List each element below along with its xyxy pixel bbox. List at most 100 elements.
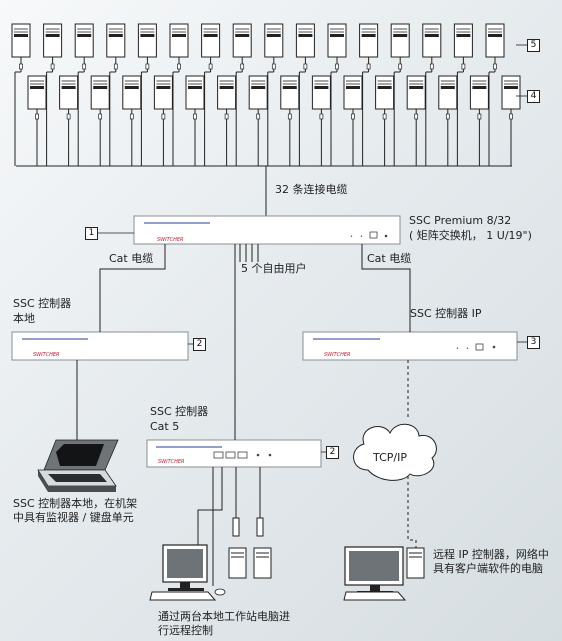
controller-cables (76, 244, 417, 586)
workstation-remote (343, 546, 425, 601)
svg-text:SWITCHER: SWITCHER (158, 459, 185, 465)
connector-bottom-8 (256, 113, 261, 120)
connector-top-11 (335, 63, 339, 70)
connector-bottom-6 (193, 113, 197, 120)
connection-lines (14, 57, 513, 216)
connector-top-14 (429, 63, 434, 70)
tower-bottom-1 (27, 75, 47, 110)
switch-name: SSC Premium 8/32 (409, 214, 512, 227)
connector-bottom-14 (445, 113, 450, 120)
switch-desc: ( 矩阵交换机， 1 U/19") (409, 229, 532, 242)
callout-3: 3 (527, 336, 540, 349)
connector-top-10 (303, 63, 308, 70)
remote-ip-desc: 远程 IP 控制器，网络中具有客户端软件的电脑 (433, 548, 549, 575)
tower-bottom-7 (217, 75, 237, 110)
connector-top-12 (366, 63, 371, 70)
connector-top-16 (493, 63, 497, 70)
tower-row-top (11, 23, 505, 58)
tower-bottom-8 (248, 75, 268, 110)
tower-top-10 (295, 23, 315, 58)
tower-bottom-2 (59, 75, 79, 110)
tower-bottom-11 (343, 75, 363, 110)
tower-bottom-3 (90, 75, 110, 110)
tower-top-13 (390, 23, 410, 58)
connector-bottom-16 (509, 113, 513, 120)
tower-top-5 (137, 23, 157, 58)
connector-bottom-2 (66, 113, 71, 120)
tower-bottom-15 (469, 75, 489, 110)
connector-top-15 (461, 63, 466, 70)
callout-1: 1 (85, 227, 98, 240)
local-controller-sub: 本地 (13, 312, 35, 325)
tower-bottom-13 (406, 75, 426, 110)
remote-control-desc: 通过两台本地工作站电脑进行远程控制 (158, 610, 290, 637)
ssc-premium-switch: SWITCHER • • (133, 215, 401, 245)
rack-console (37, 439, 119, 492)
cat5-controller-label: SSC 控制器 (150, 405, 209, 418)
tower-top-16 (485, 23, 505, 58)
connector-bottom-10 (319, 113, 324, 120)
connector-top-1 (19, 63, 23, 70)
free-users-label: 5 个自由用户 (241, 262, 307, 275)
connector-bottom-13 (414, 113, 419, 120)
connector-top-7 (208, 63, 213, 70)
tower-top-7 (201, 23, 221, 58)
ip-controller-label: SSC 控制器 IP (410, 307, 482, 320)
tower-top-11 (327, 23, 347, 58)
callout-4: 4 (527, 90, 540, 103)
connector-bottom-7 (224, 113, 229, 120)
tower-top-4 (106, 23, 126, 58)
connector-bottom-12 (382, 113, 387, 120)
cables-label: 32 条连接电缆 (275, 183, 348, 196)
cat-cable-left-label: Cat 电缆 (109, 252, 154, 265)
tower-bottom-16 (501, 75, 521, 110)
tower-top-3 (74, 23, 94, 58)
local-controller-label: SSC 控制器 (13, 297, 72, 310)
controller-local: SWITCHER (11, 331, 189, 361)
callout-5: 5 (527, 39, 540, 52)
callout-2-local: 2 (193, 338, 206, 351)
local-console-desc: SSC 控制器本地，在机架中具有监视器 / 键盘单元 (13, 497, 138, 524)
tcpip-cloud (353, 423, 437, 481)
workstation-local (149, 544, 226, 601)
connector-bottom-5 (161, 113, 166, 120)
tower-top-2 (43, 23, 63, 58)
connector-top-8 (240, 63, 245, 70)
connector-top-5 (145, 63, 150, 70)
tower-top-9 (264, 23, 284, 58)
svg-text:SWITCHER: SWITCHER (157, 237, 184, 243)
cat-cable-right-label: Cat 电缆 (367, 252, 412, 265)
svg-text:•: • (456, 346, 459, 352)
connector-top-9 (271, 63, 276, 70)
connector-bottom-1 (35, 113, 39, 120)
tower-top-15 (453, 23, 473, 58)
controller-cat5: SWITCHER (146, 439, 322, 468)
callout-leaders (97, 44, 527, 453)
connector-top-2 (50, 63, 55, 70)
tcpip-label: TCP/IP (373, 451, 407, 464)
connector-top-13 (398, 63, 403, 70)
connector-bottom-4 (129, 113, 134, 120)
tower-top-14 (422, 23, 442, 58)
svg-text:SWITCHER: SWITCHER (33, 352, 60, 358)
workstation-towers (228, 517, 272, 579)
tower-bottom-9 (280, 75, 300, 110)
svg-text:•: • (350, 234, 353, 240)
tower-bottom-14 (438, 75, 458, 110)
connector-bottom-9 (287, 113, 292, 120)
tower-bottom-12 (375, 75, 395, 110)
tower-bottom-10 (311, 75, 331, 110)
tower-top-8 (232, 23, 252, 58)
tower-row-bottom (27, 75, 521, 110)
connector-top-4 (113, 63, 118, 70)
controller-ip: SWITCHER • • (302, 331, 518, 361)
tower-top-6 (169, 23, 189, 58)
connector-top-3 (82, 63, 87, 70)
tower-bottom-6 (185, 75, 205, 110)
svg-text:•: • (360, 234, 363, 240)
connector-top-6 (177, 63, 181, 70)
connector-bottom-11 (351, 113, 355, 120)
svg-text:•: • (466, 346, 469, 352)
tower-top-12 (359, 23, 379, 58)
